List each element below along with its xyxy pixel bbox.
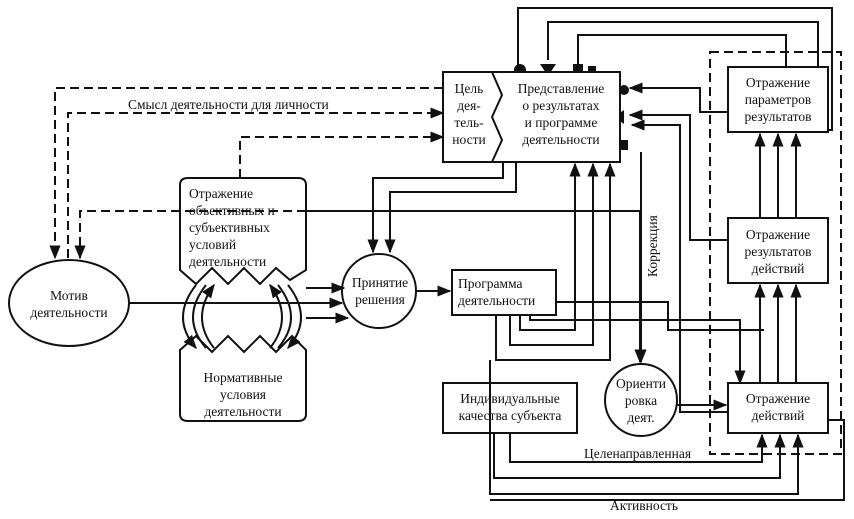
loop-right-3 — [630, 119, 736, 413]
curve-right-1 — [287, 284, 302, 350]
loop-right-2 — [628, 109, 736, 241]
params-label: Отражение параметров результатов — [729, 74, 827, 125]
meaning-line-1 — [49, 87, 443, 260]
connector-square-top-2 — [588, 66, 596, 74]
decision-line-1: Принятие — [351, 275, 409, 290]
connector-triangle — [540, 64, 556, 76]
individual-to-actions-2 — [493, 433, 786, 479]
correction-edge-label: Коррекция — [645, 215, 660, 277]
normative-line-3: деятельности — [204, 404, 282, 419]
program-to-results — [556, 301, 764, 331]
orientation-line-3: деят. — [627, 410, 655, 425]
actions-box — [727, 382, 829, 434]
individual-line-2: качества субъекта — [458, 408, 562, 423]
representation-line-1: Представление — [517, 81, 605, 96]
normative-label: Нормативные условия деятельности — [182, 369, 304, 420]
conditions-line-5: деятельности — [189, 254, 267, 269]
orientation-line-2: ровка — [624, 393, 658, 408]
curve-right-3 — [269, 283, 283, 349]
actions-right-up — [490, 419, 845, 501]
orientation-label: Ориенти ровка деят. — [606, 375, 676, 426]
orientation-line-1: Ориенти — [615, 376, 667, 391]
goal-line-3: тель- — [454, 115, 484, 130]
representation-line-4: деятельности — [522, 132, 600, 147]
representation-label: Представление о результатах и программе … — [503, 80, 619, 148]
goal-divider — [490, 71, 504, 163]
program-to-repr-1 — [519, 162, 581, 331]
meaning-line-2 — [67, 107, 445, 258]
connector-circle-right — [619, 85, 629, 95]
params-line-1: Отражение — [745, 75, 811, 90]
connector-square-top — [573, 64, 583, 74]
actions-line-2: действий — [751, 408, 805, 423]
curve-right-2 — [277, 284, 292, 349]
actions-label: Отражение действий — [729, 390, 827, 424]
program-line-1: Программа — [458, 276, 523, 291]
program-line-2: деятельности — [458, 293, 536, 308]
conditions-to-motive — [74, 210, 306, 260]
params-line-2: параметров — [744, 92, 812, 107]
conditions-line-1: Отражение — [189, 186, 254, 201]
purposeful-edge-label: Целенаправленная — [584, 446, 692, 461]
activity-edge-label: Активность — [610, 498, 678, 513]
representation-line-3: и программе — [524, 115, 598, 130]
conditions-label: Отражение объективных и субъективных усл… — [189, 185, 304, 270]
program-to-repr-2 — [509, 162, 599, 346]
goal-line-1: Цель — [454, 81, 484, 96]
goal-line-4: ности — [452, 132, 486, 147]
meaning-line-3 — [239, 131, 445, 178]
decision-line-2: решения — [355, 292, 405, 307]
actions-line-1: Отражение — [745, 391, 811, 406]
decision-label: Принятие решения — [343, 274, 417, 308]
results-line-3: действий — [751, 261, 805, 276]
params-box — [727, 66, 829, 133]
individual-to-actions-1 — [509, 433, 768, 463]
conditions-line-2: объективных и — [189, 203, 275, 218]
params-line-3: результатов — [744, 109, 812, 124]
curve-left-3 — [201, 283, 215, 349]
motive-text: Мотив деятельности — [30, 288, 108, 320]
curve-left-2 — [192, 284, 207, 349]
normative-line-1: Нормативные — [203, 370, 283, 385]
goal-label: Цель дея- тель- ности — [447, 80, 491, 148]
motive-label: Мотив деятельности — [24, 287, 114, 321]
repr-to-decision-1 — [367, 162, 504, 254]
results-label: Отражение результатов действий — [729, 226, 827, 277]
program-to-repr-3 — [495, 162, 616, 361]
meaning-edge-label: Смысл деятельности для личности — [128, 97, 329, 112]
orientation-circle — [604, 363, 678, 437]
program-box — [451, 269, 557, 316]
results-line-2: результатов — [744, 244, 812, 259]
goal-representation-block — [442, 71, 621, 163]
curve-left-1 — [182, 284, 197, 350]
program-label: Программа деятельности — [458, 275, 554, 309]
conditions-line-3: субъективных — [189, 220, 270, 235]
loop-top-2 — [547, 21, 819, 68]
normative-shape — [179, 334, 307, 422]
individual-label: Индивидуальные качества субъекта — [444, 390, 576, 424]
connector-square-right — [618, 140, 628, 150]
repr-to-decision-2 — [384, 162, 517, 254]
individual-line-1: Индивидуальные — [460, 391, 560, 406]
conditions-shape — [179, 177, 307, 286]
normative-line-2: условия — [219, 387, 267, 402]
activity-line — [489, 360, 804, 495]
goal-line-2: дея- — [457, 98, 481, 113]
results-line-1: Отражение — [745, 227, 811, 242]
conditions-line-4: условий — [189, 237, 237, 252]
program-to-actions — [529, 315, 746, 385]
representation-line-2: о результатах — [522, 98, 600, 113]
loop-top-3 — [577, 34, 787, 68]
